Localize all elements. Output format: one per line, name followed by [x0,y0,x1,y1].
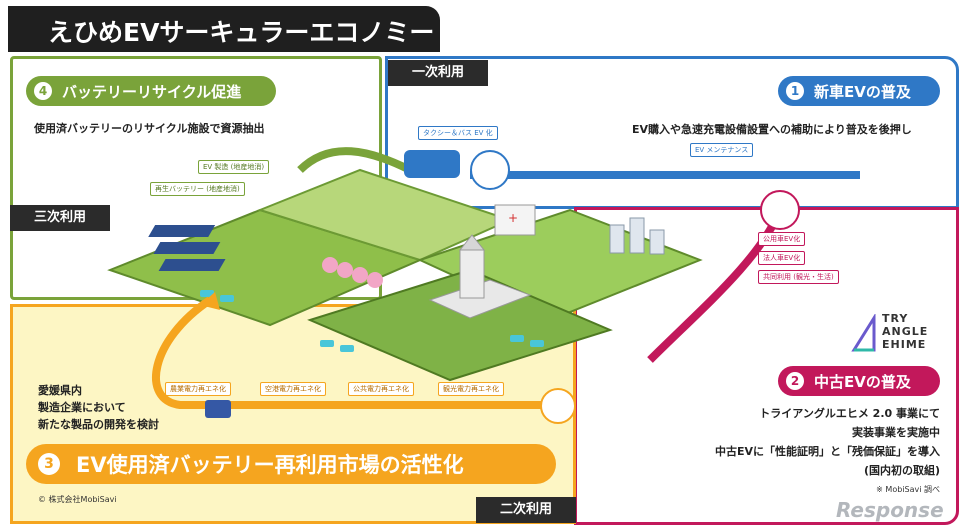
triangle-logo-icon [851,314,876,352]
used-ev-heading: 2 中古EVの普及 [778,366,940,396]
recycle-heading: 4 バッテリーリサイクル促進 [26,76,276,106]
arrow-orange [152,296,560,409]
new-ev-number: 1 [786,82,804,100]
used-ev-line-4: (国内初の取組) [863,464,940,477]
battery-icon [540,388,576,424]
label-agri-power: 農業電力再エネ化 [165,382,231,396]
new-ev-label: 新車EVの普及 [814,82,911,101]
used-ev-line-1: トライアングルエヒメ 2.0 事業にて [759,407,940,420]
label-taxi-bus: タクシー＆バス EV 化 [418,126,498,140]
label-recycled-battery: 再生バッテリー (地産地消) [150,182,245,196]
svg-text:+: + [508,211,518,225]
used-ev-note: ※ MobiSavi 調べ [876,485,940,494]
city-illustration: + [107,168,703,382]
reuse-line-3: 新たな製品の開発を検討 [38,418,159,431]
primary-use-tag: 一次利用 [388,60,488,86]
try-angle-ehime-logo: TRY ANGLE EHIME [850,312,950,357]
reuse-line-1: 愛媛県内 [38,384,82,397]
reuse-description: 愛媛県内 製造企業において 新たな製品の開発を検討 [38,382,159,433]
credit: © 株式会社MobiSavi [38,495,117,504]
bus-icon [404,150,460,178]
recycle-number: 4 [34,82,52,100]
page-title: えひめEVサーキュラーエコノミー [8,6,440,52]
logo-line-1: TRY [882,312,909,325]
arrow-pink [647,208,784,363]
reuse-line-2: 製造企業において [38,401,126,414]
hospital [494,204,536,236]
label-ev-manufacturing: EV 製造 (地産地消) [198,160,270,174]
reuse-label: EV使用済バッテリー再利用市場の活性化 [76,453,464,477]
arrow-green [297,147,412,174]
new-ev-heading: 1 新車EVの普及 [778,76,940,106]
ev-car-icon [470,150,510,190]
label-public-power: 公共電力再エネ化 [348,382,414,396]
response-watermark: Response [836,498,944,522]
used-ev-line-2: 実装事業を実施中 [852,426,940,439]
used-ev-number: 2 [786,372,804,390]
logo-line-3: EHIME [882,338,927,351]
label-tourism-power: 観光電力再エネ化 [438,382,504,396]
label-ev-maintenance: EV メンテナンス [690,143,754,157]
logo-line-2: ANGLE [882,325,929,338]
label-shared-use: 共同利用 (観光・生活) [758,270,839,284]
government-building [428,234,532,319]
reuse-number: 3 [38,453,60,475]
recycle-description: 使用済バッテリーのリサイクル施設で資源抽出 [34,122,265,135]
used-ev-label: 中古EVの普及 [814,372,911,391]
center-island [307,268,613,382]
new-ev-description: EV購入や急速充電設備設置への補助により普及を後押し [632,123,912,136]
used-ev-description: トライアングルエヒメ 2.0 事業にて 実装事業を実施中 中古EVに「性能証明」… [610,404,940,480]
tractor-icon [205,400,231,418]
label-gov-car: 公用車EV化 [758,232,806,246]
recycle-label: バッテリーリサイクル促進 [62,82,242,101]
used-ev-line-3: 中古EVに「性能証明」と「残価保証」を導入 [714,445,940,458]
used-ev-car-icon [760,190,800,230]
reuse-heading: 3 EV使用済バッテリー再利用市場の活性化 [26,444,556,484]
arrow-orange-head [200,292,220,310]
tertiary-use-tag: 三次利用 [10,205,110,231]
secondary-use-tag: 二次利用 [476,497,576,523]
label-corp-car: 法人車EV化 [758,251,806,265]
label-airport-power: 空港電力再エネ化 [260,382,326,396]
